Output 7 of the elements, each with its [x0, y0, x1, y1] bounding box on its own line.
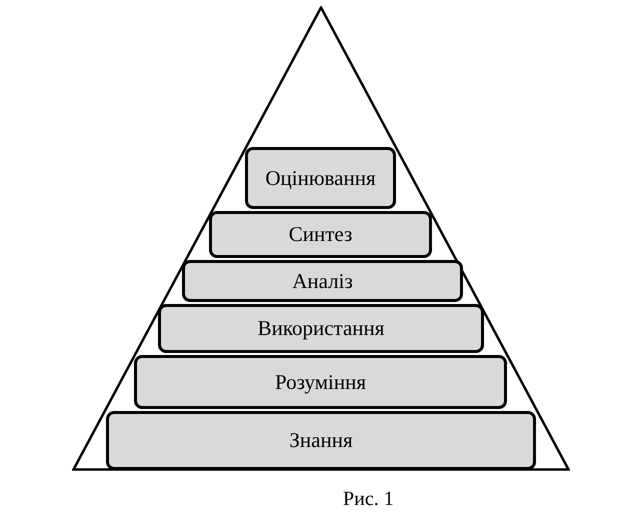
synthesis-box: Синтез — [209, 211, 432, 258]
application-box: Використання — [158, 304, 484, 353]
knowledge-box: Знання — [106, 411, 536, 470]
figure-caption: Рис. 1 — [343, 488, 394, 511]
evaluation-box: Оцінювання — [245, 147, 396, 209]
comprehension-box: Розуміння — [134, 355, 507, 409]
analysis-box: Аналіз — [182, 260, 463, 302]
